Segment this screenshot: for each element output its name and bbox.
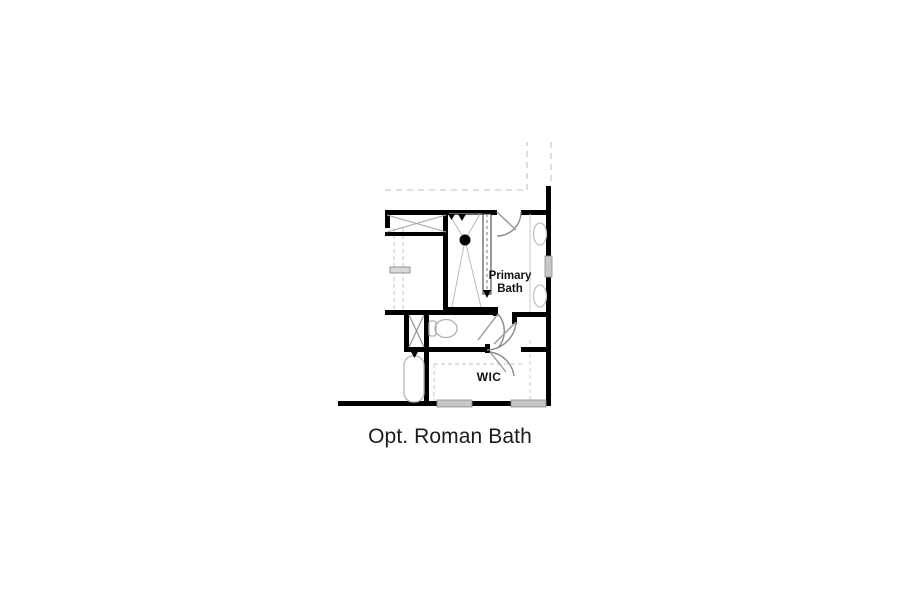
wall-tub-right	[424, 352, 429, 404]
wall-top-left	[385, 210, 497, 215]
vanity-sink-lower	[532, 284, 548, 308]
shower-head-a	[458, 214, 466, 221]
door-wic-leaf	[493, 321, 517, 345]
tub-faucet	[410, 350, 419, 358]
wall-wc-top-left	[385, 310, 450, 315]
wall-wc-right	[424, 315, 429, 352]
shower-spray-right	[464, 239, 482, 308]
window-bottom-left	[436, 399, 473, 408]
room-label-wic: WIC	[476, 370, 502, 384]
wic-shelving	[433, 363, 524, 404]
wall-corridor-top	[450, 310, 498, 315]
shower-spray-left	[451, 239, 466, 308]
door-wc-arc	[497, 313, 505, 349]
door-corridor-arc	[489, 351, 515, 377]
soaking-tub	[403, 350, 425, 403]
tub-basin	[403, 355, 425, 403]
door-corridor-leaf	[489, 351, 507, 373]
wall-shower-left	[443, 210, 448, 312]
walk-in-shower	[448, 213, 492, 308]
wc-closet-x-b	[408, 314, 425, 348]
wall-wic-right-top	[512, 312, 551, 317]
window-bottom-right	[510, 399, 547, 408]
shower-head-b	[448, 214, 455, 220]
wall-corridor-bottom-left	[429, 347, 485, 352]
wall-door-jamb-a	[485, 344, 490, 353]
wall-door-jamb-b	[493, 307, 498, 316]
wall-left-closet-upper	[385, 210, 390, 228]
door-group	[477, 211, 522, 377]
wall-wc-bottom	[404, 347, 429, 352]
shower-glass-panel	[482, 213, 492, 298]
vanity-sink-upper	[532, 222, 548, 246]
wall-wic-right-bottom	[521, 347, 551, 352]
wall-top-right	[521, 210, 551, 215]
room-label-primary-bath: Primary Bath	[488, 270, 532, 296]
wall-right-upper	[546, 186, 551, 256]
toilet	[428, 318, 458, 339]
door-wic-arc	[486, 321, 517, 351]
window-group	[389, 255, 553, 408]
door-wc-leaf	[477, 313, 499, 341]
opening-left-wall	[389, 266, 411, 274]
door-bath-entry-leaf	[496, 211, 517, 231]
wall-right-lower	[546, 276, 551, 406]
wall-linen-shelf-band	[385, 232, 447, 236]
page-title: Opt. Roman Bath	[368, 425, 532, 448]
toilet-bowl	[434, 318, 458, 339]
wc-closet-shelving-group	[408, 314, 425, 348]
vanity-counter	[529, 214, 548, 312]
linen-shelf-x-b	[386, 214, 447, 233]
window-right-wall	[544, 255, 553, 278]
toilet-tank	[428, 320, 437, 337]
ghost-geometry-group	[385, 142, 552, 191]
linen-shelving-group	[386, 214, 447, 233]
shower-drain	[459, 234, 471, 246]
wall-wc-left	[404, 310, 409, 352]
wall-wic-jamb-vert	[512, 312, 517, 324]
